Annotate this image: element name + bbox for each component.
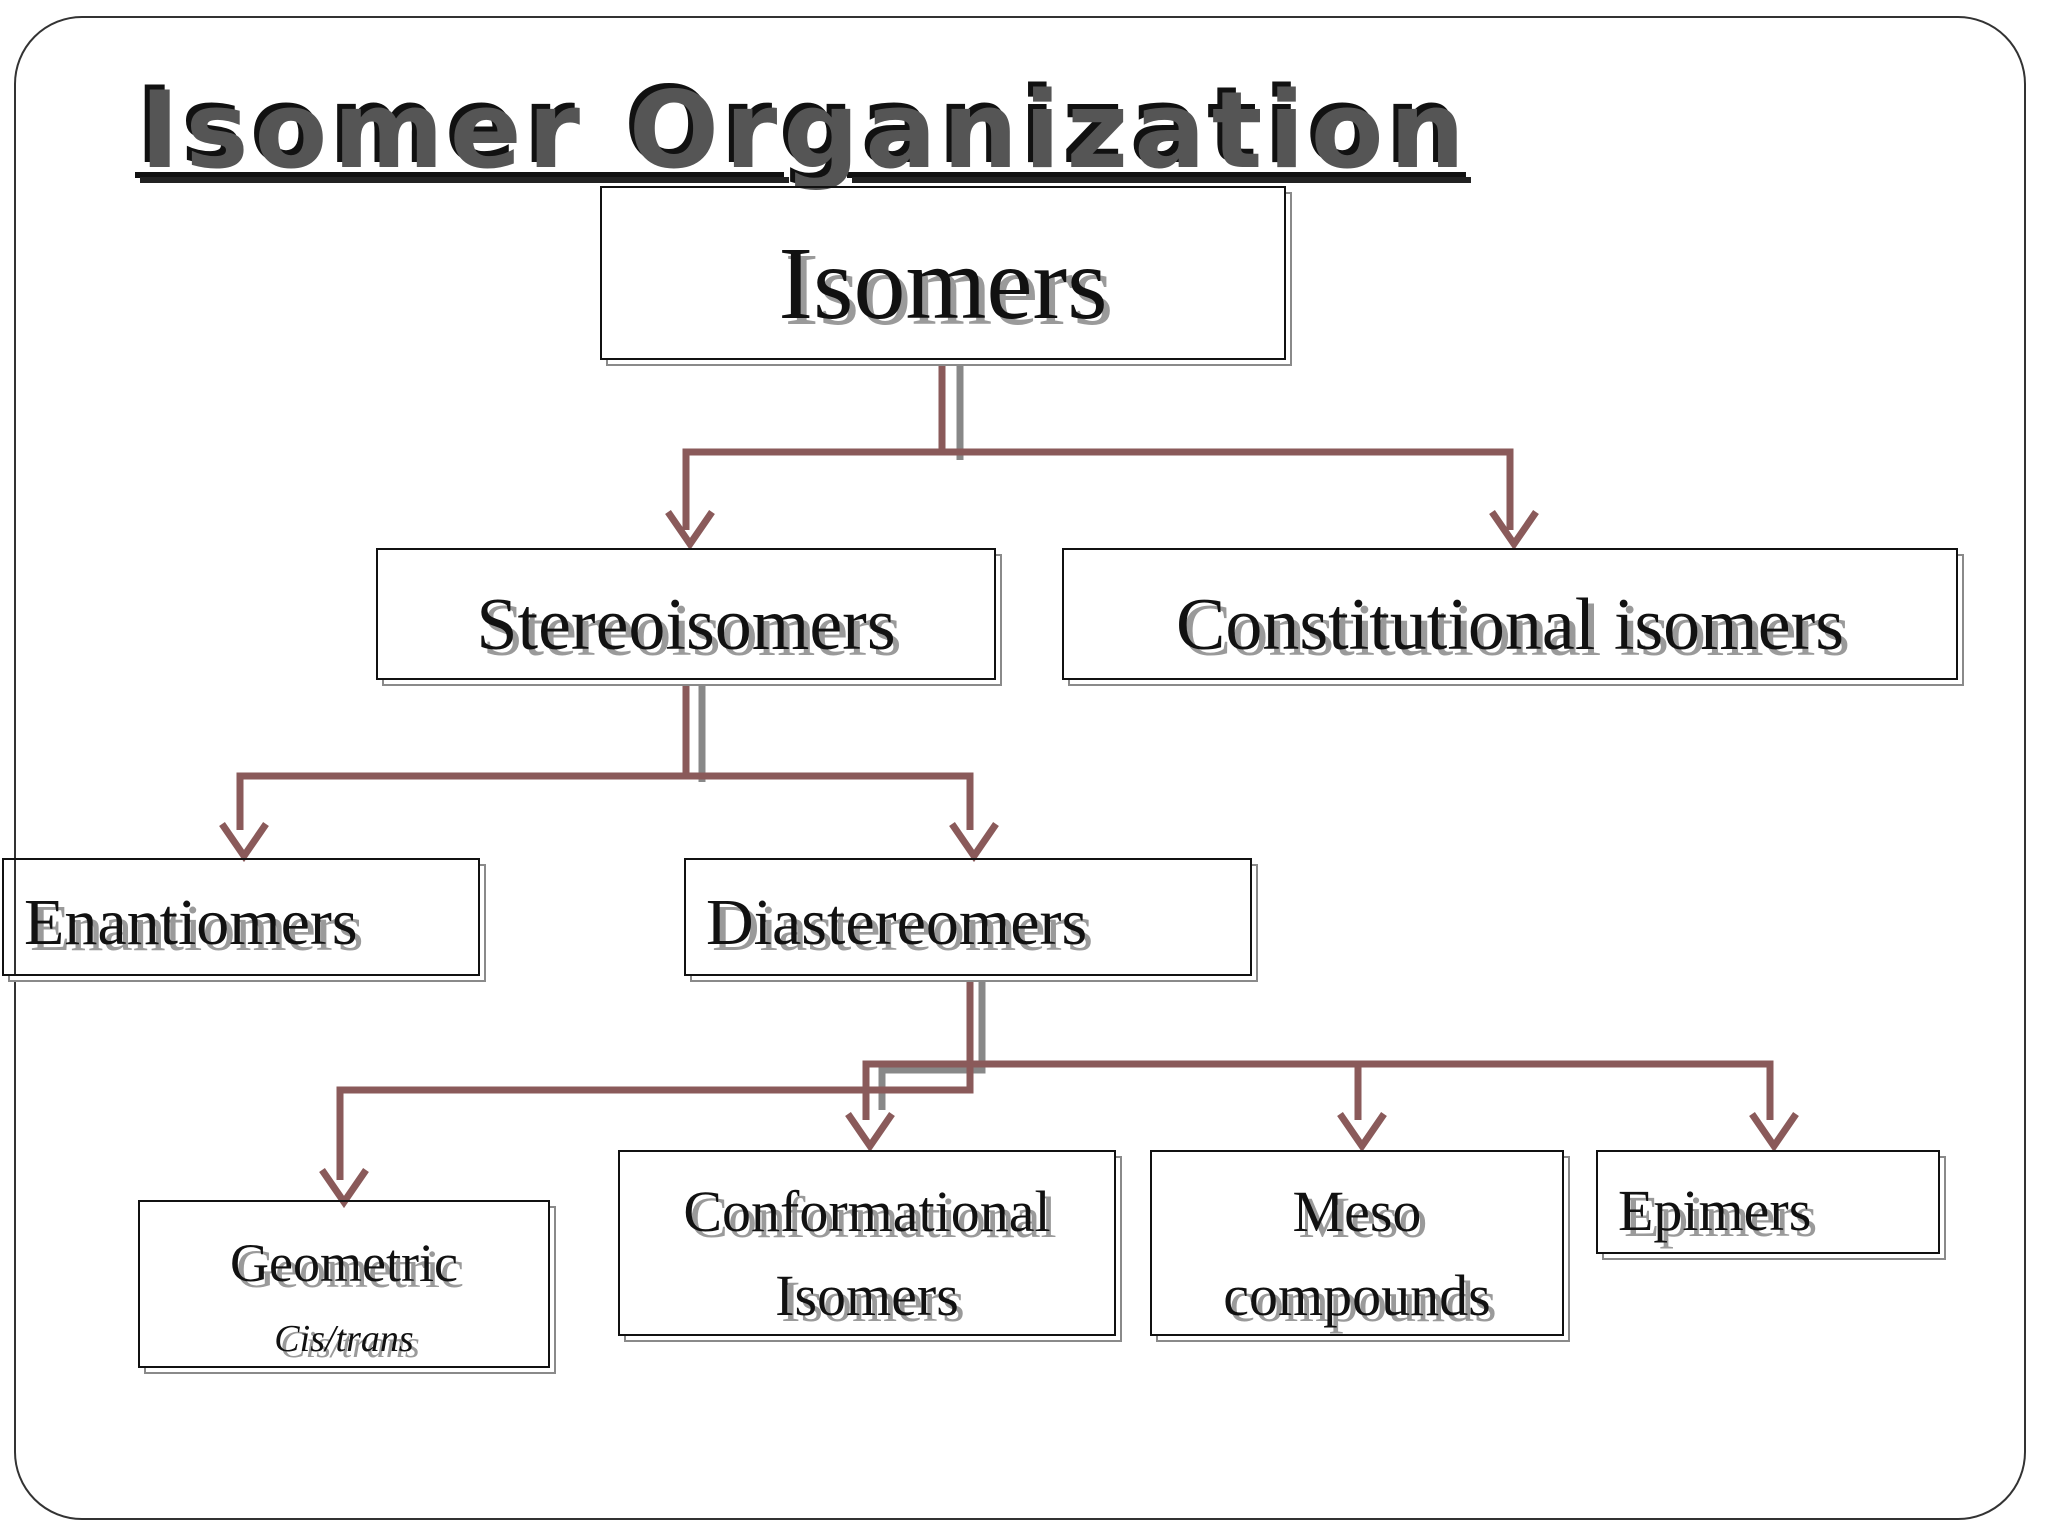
node-conformational-isomers-label: Conformational Isomers [683,1179,1051,1328]
connector-shadow-group [698,362,986,1110]
arrowhead-epimers [1749,1112,1799,1153]
node-conformational-isomers: Conformational Isomers [618,1150,1116,1336]
arrowhead-diastereomers [949,822,999,863]
node-geometric-sublabel: Cis/trans [274,1318,414,1360]
node-isomers: Isomers [600,186,1286,360]
edge-stereo-enantiomers [236,680,690,830]
page-title: Isomer Organization [140,69,1471,192]
edge-stereo-diastereomers [686,772,974,830]
arrowhead-group [219,510,1799,1209]
node-diastereomers-label: Diastereomers [706,886,1088,959]
node-epimers-label: Epimers [1618,1178,1812,1243]
connector-main-group [236,362,1774,1180]
node-geometric: Geometric Cis/trans [138,1200,550,1368]
slide-frame: Isomer Organization [14,16,2026,1520]
node-stereoisomers: Stereoisomers [376,548,996,680]
edge-diastereo-geometric [336,978,974,1180]
node-diastereomers: Diastereomers [684,858,1252,976]
edge-isomers-constitutional [942,448,1514,530]
node-meso-compounds: Meso compounds [1150,1150,1564,1336]
node-isomers-label: Isomers [778,226,1108,341]
edge-diastereo-conformational [862,1060,970,1120]
arrowhead-enantiomers [219,822,269,863]
edge-isomers-stereoisomers [682,362,946,530]
node-stereoisomers-label: Stereoisomers [476,584,896,666]
node-enantiomers-label: Enantiomers [24,886,358,959]
arrowhead-conformational [845,1112,895,1153]
edge-diastereo-meso [970,1060,1362,1120]
node-enantiomers: Enantiomers [2,858,480,976]
node-geometric-label: Geometric [230,1233,458,1293]
node-epimers: Epimers [1596,1150,1940,1254]
node-constitutional-isomers: Constitutional isomers [1062,548,1958,680]
arrowhead-meso [1337,1112,1387,1153]
arrowhead-constitutional [1489,510,1539,551]
edge-diastereo-epimers [1358,1060,1774,1120]
node-meso-compounds-label: Meso compounds [1223,1179,1491,1328]
arrowhead-stereoisomers [665,510,715,551]
arrowhead-geometric [319,1168,369,1209]
node-constitutional-isomers-label: Constitutional isomers [1175,584,1845,666]
